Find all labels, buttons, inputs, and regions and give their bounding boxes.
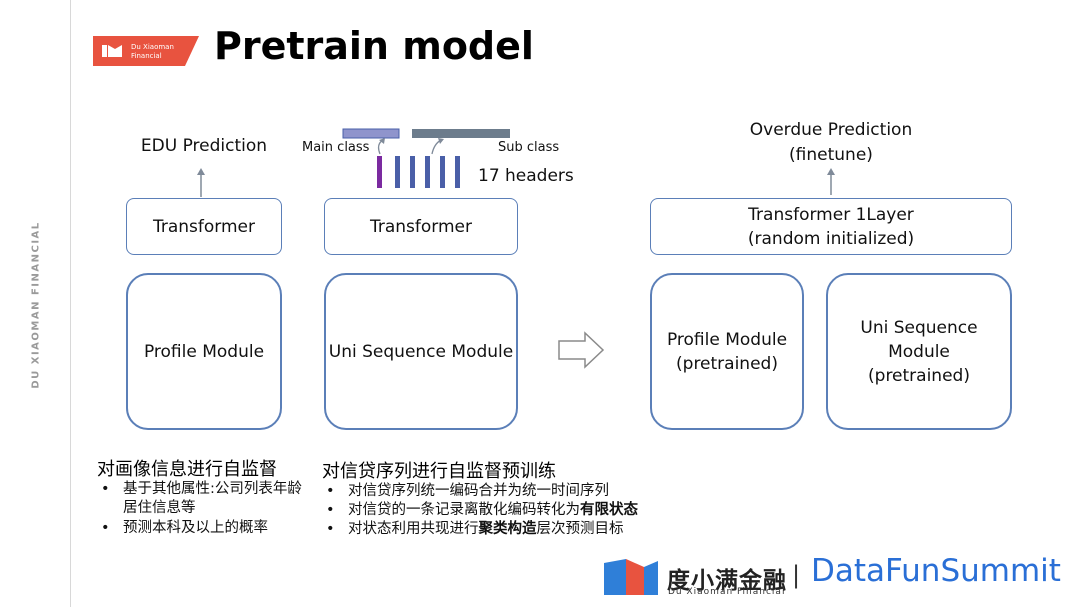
middle-transformer-label: Transformer [369, 216, 472, 237]
overdue-prediction-label: Overdue Prediction (finetune) [650, 118, 1012, 168]
profile-module-label: Profile Module [143, 341, 265, 362]
header-bar [377, 156, 382, 188]
left-transformer-label: Transformer [152, 216, 255, 237]
pretrained-sequence-line1: Uni Sequence Module [860, 317, 978, 362]
list-item: 对信贷的一条记录离散化编码转化为有限状态 [322, 501, 722, 520]
brand-logo-icon [604, 559, 658, 595]
header-bar [455, 156, 460, 188]
pretrained-sequence-line2: (pretrained) [868, 365, 970, 386]
header-bar [395, 156, 400, 188]
profile-module-box: Profile Module [126, 273, 282, 430]
logo-line2: Financial [131, 52, 162, 60]
page-title: Pretrain model [214, 24, 534, 68]
logo-banner-icon [93, 36, 199, 66]
overdue-prediction-line2: (finetune) [789, 145, 873, 165]
brand-name-en: Du Xiaoman Financial [668, 587, 786, 597]
header-bar [425, 156, 430, 188]
left-transformer-box: Transformer [126, 198, 282, 255]
edu-prediction-label: EDU Prediction [140, 136, 268, 156]
list-item: 预测本科及以上的概率 [97, 519, 309, 538]
sub-class-label: Sub class [498, 140, 560, 155]
sidebar-vertical-text: DU XIAOMAN FINANCIAL [30, 221, 42, 389]
sequence-bullet-list: 对信贷序列统一编码合并为统一时间序列 对信贷的一条记录离散化编码转化为有限状态 … [322, 482, 722, 539]
headers-count-label: 17 headers [478, 166, 574, 186]
profile-bullet-list: 基于其他属性:公司列表年龄居住信息等 预测本科及以上的概率 [97, 480, 309, 538]
header-bar [410, 156, 415, 188]
right-transformer-line2: (random initialized) [747, 228, 915, 249]
uni-sequence-module-label: Uni Sequence Module [328, 341, 514, 362]
pretrained-profile-line2: (pretrained) [676, 353, 778, 374]
main-class-label: Main class [302, 140, 370, 155]
right-transformer-line1: Transformer 1Layer [748, 204, 914, 225]
list-item: 基于其他属性:公司列表年龄居住信息等 [97, 480, 309, 518]
main-class-bar [342, 128, 400, 139]
pretrained-profile-line1: Profile Module [666, 329, 788, 350]
pretrained-profile-module-box: Profile Module (pretrained) [650, 273, 804, 430]
uni-sequence-module-box: Uni Sequence Module [324, 273, 518, 430]
profile-section-heading: 对画像信息进行自监督 [97, 459, 277, 480]
footer-separator: | [792, 561, 801, 589]
overdue-prediction-line1: Overdue Prediction [749, 120, 913, 140]
headers-diagram [342, 128, 510, 188]
header-logo: Du Xiaoman Financial [93, 36, 199, 66]
arrow-up-icon [197, 168, 205, 197]
transition-arrow-icon [558, 331, 605, 369]
logo-line1: Du Xiaoman [131, 43, 174, 51]
sub-class-bar [412, 129, 510, 138]
pretrained-sequence-module-box: Uni Sequence Module (pretrained) [826, 273, 1012, 430]
middle-transformer-box: Transformer [324, 198, 518, 255]
brand-name-cn: 度小满金融 [667, 568, 787, 594]
sequence-section-heading: 对信贷序列进行自监督预训练 [322, 461, 556, 482]
list-item: 对状态利用共现进行聚类构造层次预测目标 [322, 520, 722, 539]
right-transformer-box: Transformer 1Layer (random initialized) [650, 198, 1012, 255]
event-name: DataFunSummit [811, 553, 1061, 589]
list-item: 对信贷序列统一编码合并为统一时间序列 [322, 482, 722, 501]
arrow-up-icon [827, 168, 835, 195]
header-bar [440, 156, 445, 188]
sidebar-divider [70, 0, 71, 607]
